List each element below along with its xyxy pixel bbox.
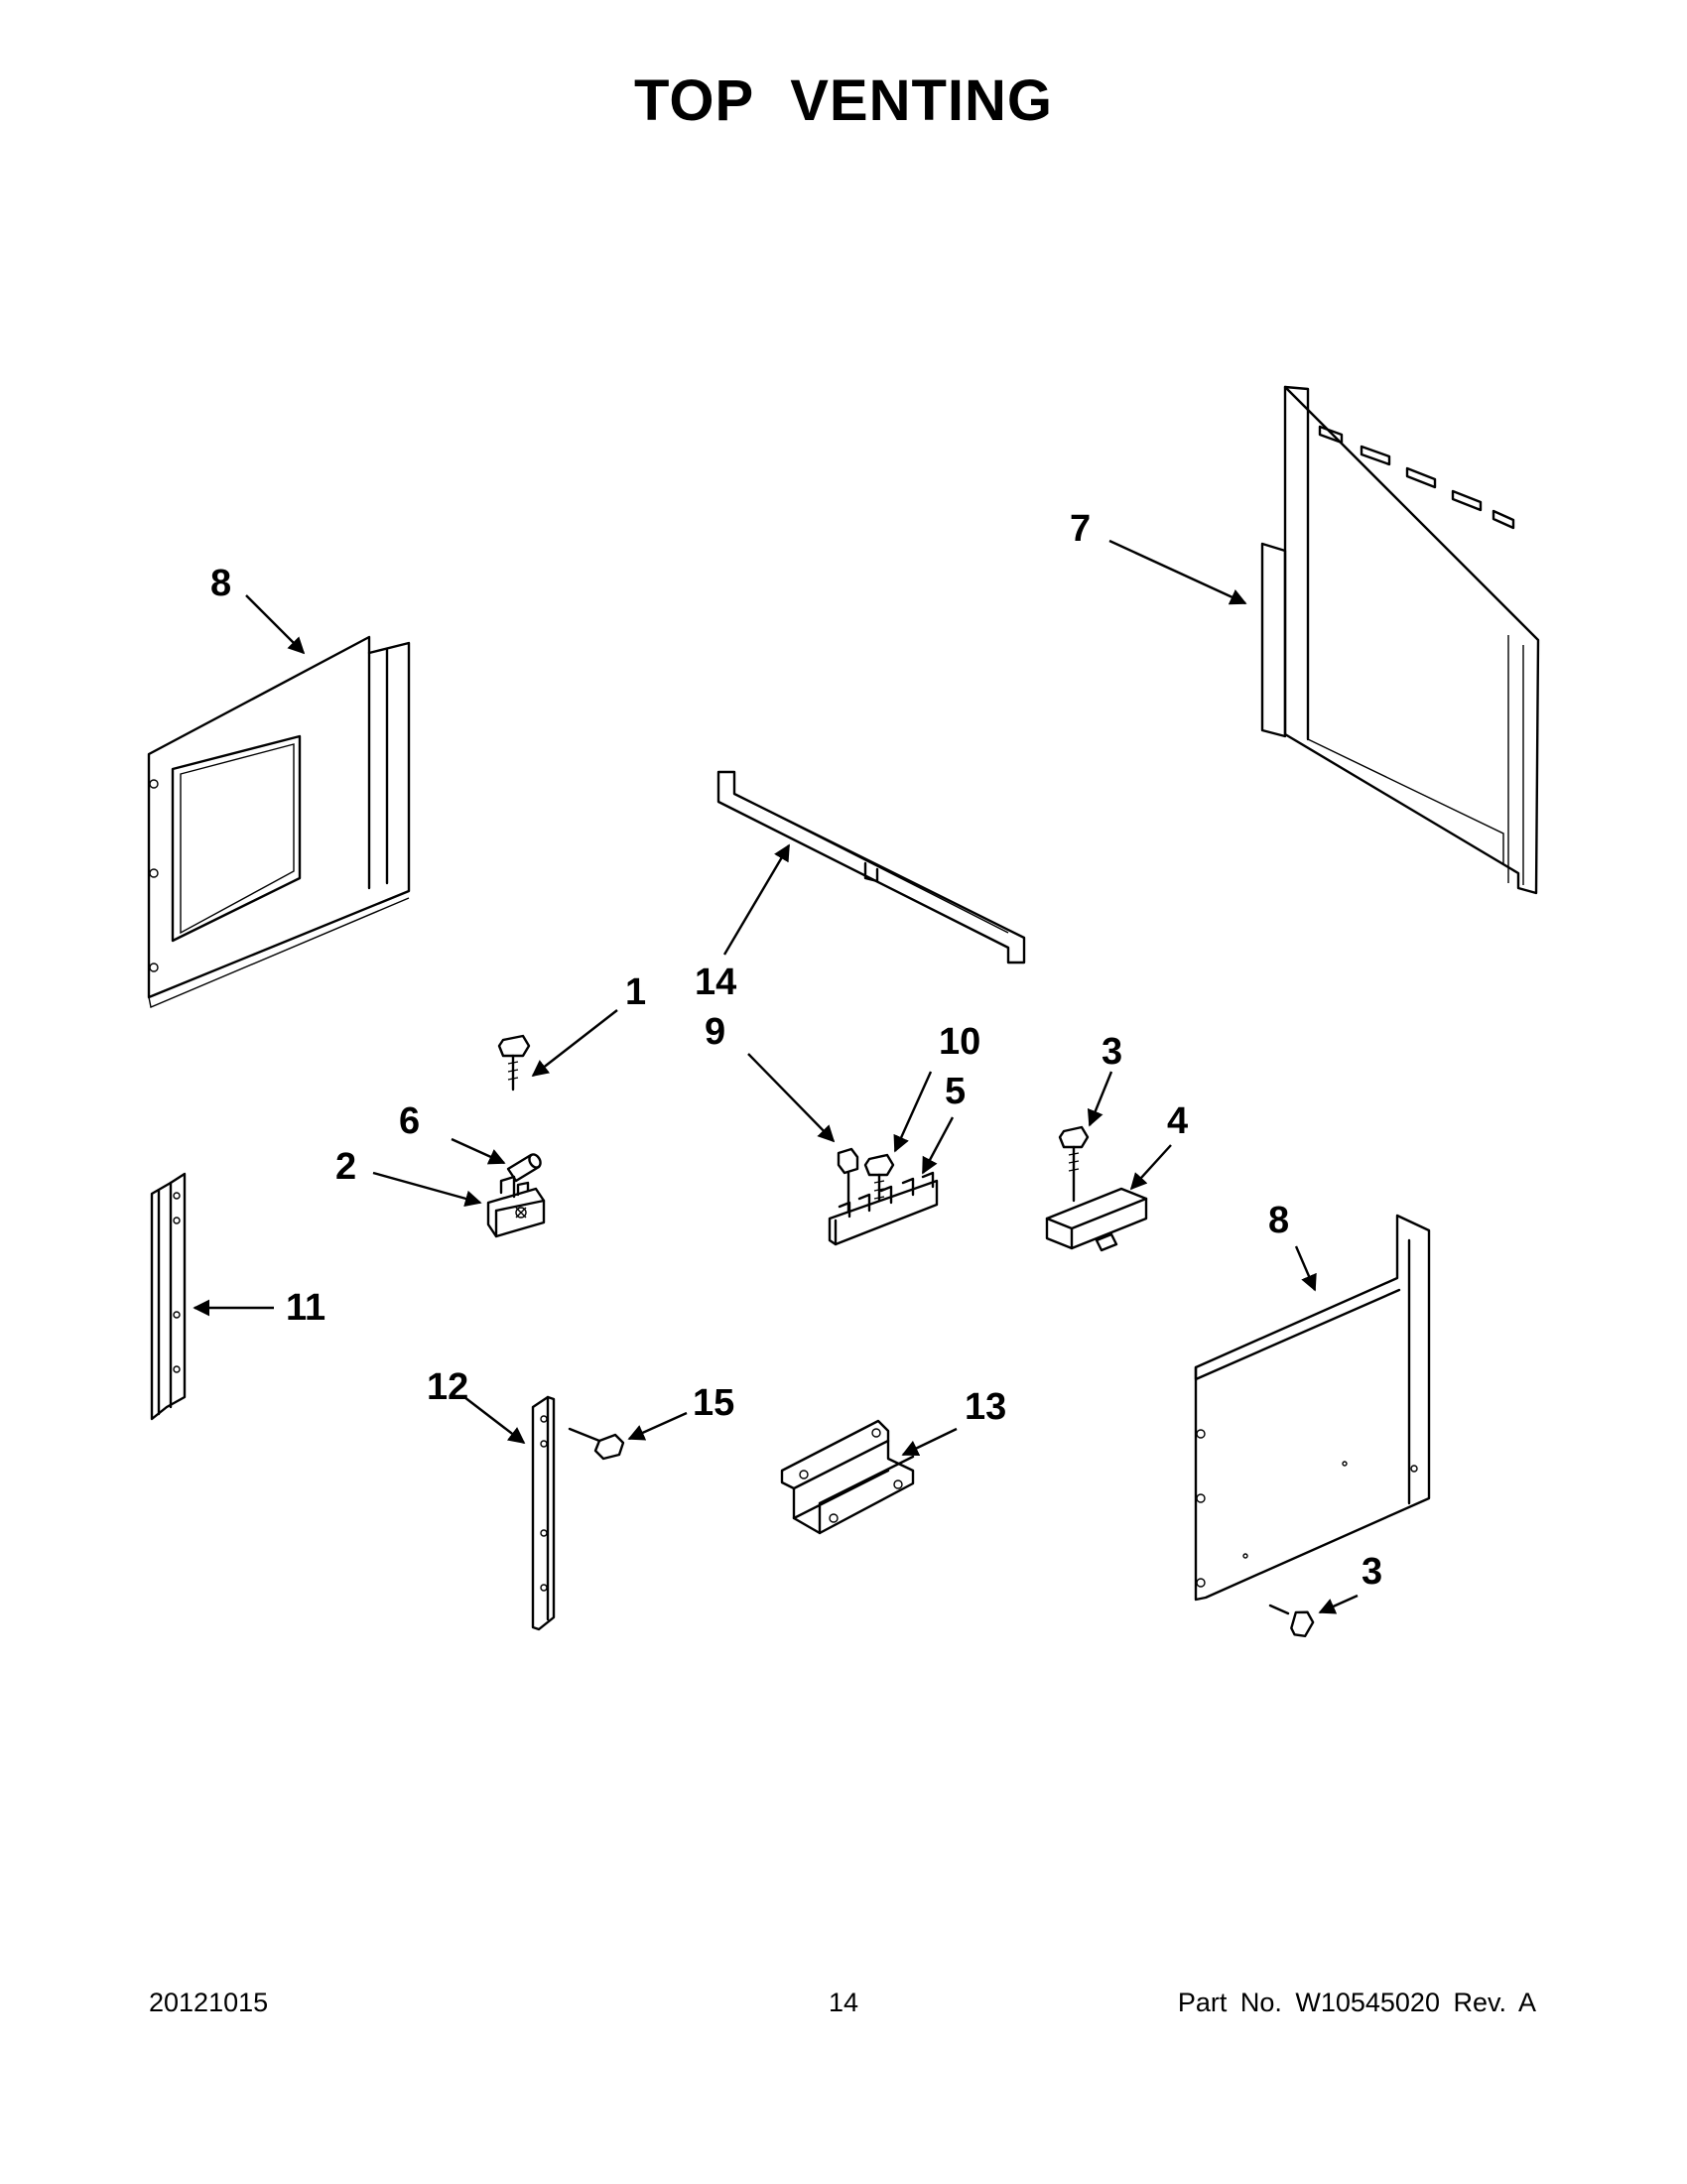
callout-4: 4	[1167, 1100, 1188, 1142]
part-3-screw-lower	[1268, 1604, 1315, 1637]
leader-5	[921, 1116, 955, 1175]
callout-9: 9	[705, 1011, 725, 1053]
part-5-terminal-block	[828, 1171, 939, 1246]
callout-13: 13	[965, 1386, 1006, 1428]
leader-14	[722, 843, 791, 956]
callout-2: 2	[335, 1146, 356, 1188]
callout-1: 1	[625, 971, 646, 1013]
leader-1	[531, 1009, 618, 1078]
leader-10	[893, 1071, 933, 1153]
leader-6	[451, 1137, 506, 1165]
part-12-bracket	[531, 1395, 556, 1631]
callout-7: 7	[1070, 508, 1091, 550]
callout-12: 12	[427, 1366, 468, 1408]
callout-8-right: 8	[1268, 1200, 1289, 1241]
leader-2	[372, 1171, 482, 1208]
leader-12	[463, 1396, 526, 1445]
part-8-left-side-panel	[147, 635, 411, 1008]
page-title: TOP VENTING	[633, 68, 1054, 133]
leader-3-middle	[1087, 1071, 1113, 1127]
part-15-screw	[568, 1427, 625, 1461]
callout-6: 6	[399, 1100, 420, 1142]
leader-7	[1108, 539, 1247, 605]
part-10-screw	[863, 1153, 895, 1207]
leader-8-right	[1294, 1245, 1317, 1292]
leader-15	[627, 1411, 688, 1441]
part-7-rear-panel	[1260, 385, 1540, 895]
part-2-fuse-block	[486, 1175, 546, 1238]
footer-part-number: Part No. W10545020 Rev. A	[1177, 1988, 1536, 2017]
callout-11: 11	[286, 1287, 325, 1329]
callout-3-middle: 3	[1102, 1031, 1122, 1073]
part-6-fuse	[506, 1153, 542, 1183]
leader-8-left	[245, 594, 306, 655]
callout-15: 15	[693, 1382, 734, 1424]
footer-page-number: 14	[828, 1988, 859, 2017]
footer-date: 20121015	[149, 1988, 269, 2017]
callout-5: 5	[945, 1071, 966, 1112]
leader-9	[747, 1053, 836, 1143]
part-8-right-side-panel	[1194, 1214, 1431, 1602]
part-1-screw	[497, 1034, 531, 1092]
part-4-module	[1045, 1187, 1148, 1252]
callout-10: 10	[939, 1021, 980, 1063]
leader-13	[901, 1427, 958, 1457]
callout-8-left: 8	[210, 563, 231, 604]
leader-4	[1129, 1144, 1172, 1191]
leader-3-lower	[1318, 1594, 1359, 1614]
part-14-rail	[716, 770, 1026, 964]
part-13-mounting-bracket	[780, 1419, 915, 1535]
part-3-screw-middle	[1058, 1125, 1090, 1203]
callout-3-lower: 3	[1362, 1551, 1382, 1593]
part-11-bracket	[150, 1172, 187, 1421]
callout-14: 14	[695, 962, 736, 1003]
